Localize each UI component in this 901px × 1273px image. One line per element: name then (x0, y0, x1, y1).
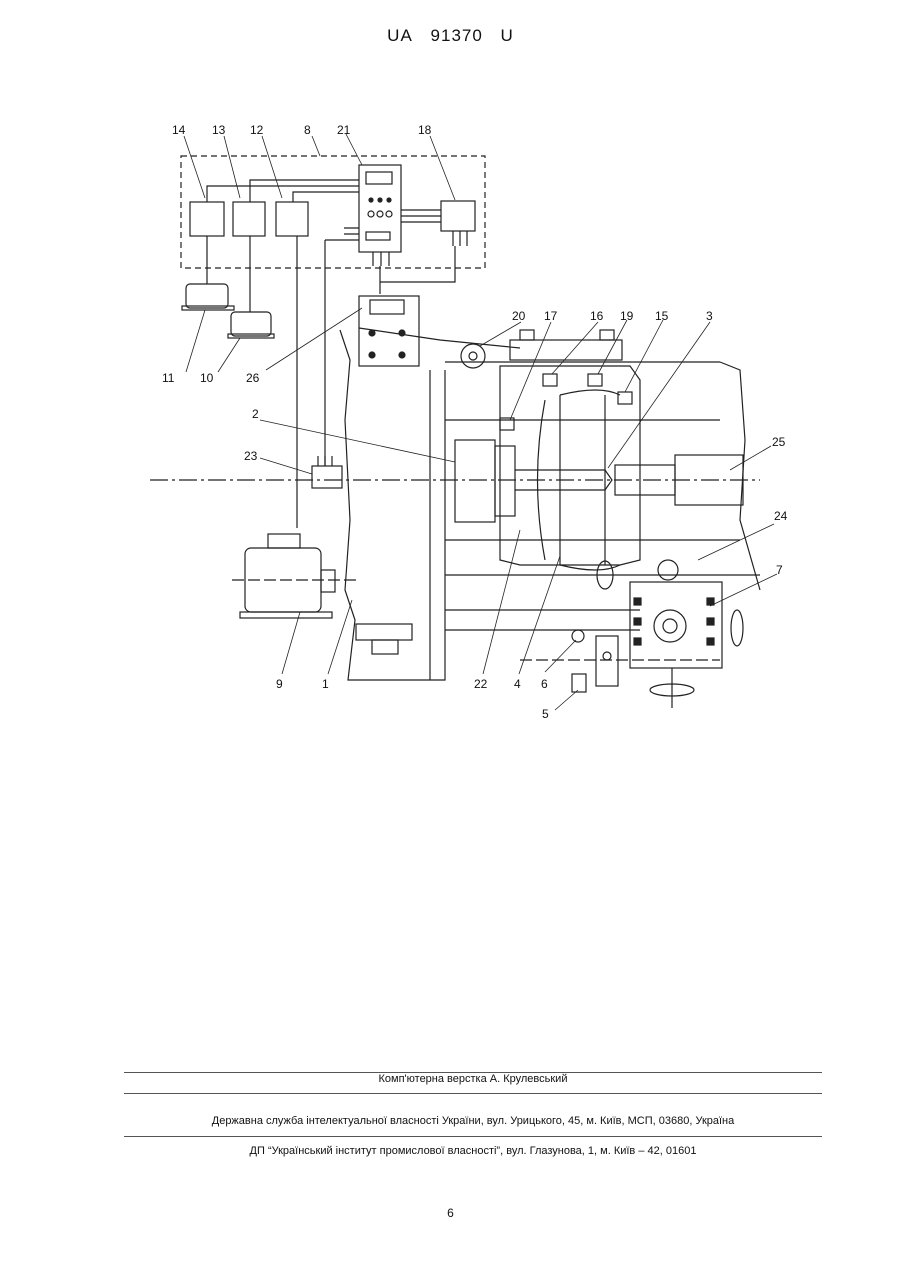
cutter-5 (572, 674, 586, 692)
gear-20 (461, 344, 485, 368)
footer-typesetting: Комп'ютерна верстка А. Крулевський (124, 1073, 822, 1085)
label-14: 14 (172, 123, 186, 137)
label-22: 22 (474, 677, 488, 691)
bed-base (356, 624, 412, 640)
label-2: 2 (252, 407, 259, 421)
label-25: 25 (772, 435, 786, 449)
label-11: 11 (162, 371, 175, 385)
machine-drawing: 14 13 12 8 21 18 20 17 16 19 15 3 11 10 … (0, 0, 901, 760)
label-9: 9 (276, 677, 283, 691)
label-17: 17 (544, 309, 558, 323)
block-13 (233, 202, 265, 236)
label-6: 6 (541, 677, 548, 691)
motor-11 (186, 284, 228, 308)
block-12 (276, 202, 308, 236)
label-19: 19 (620, 309, 634, 323)
label-20: 20 (512, 309, 526, 323)
label-13: 13 (212, 123, 226, 137)
page-number: 6 (0, 1206, 901, 1220)
sensor-15 (618, 392, 632, 404)
label-8: 8 (304, 123, 311, 137)
block-23 (312, 466, 342, 488)
tool-holder-6 (596, 636, 618, 686)
control-cabinet (181, 156, 485, 268)
sensor-19 (588, 374, 602, 386)
footer-rule-middle (124, 1093, 822, 1094)
label-23: 23 (244, 449, 258, 463)
footer-institute: ДП “Український інститут промислової вла… (124, 1145, 822, 1157)
panel-26 (359, 296, 419, 366)
label-15: 15 (655, 309, 669, 323)
footer-agency: Державна служба інтелектуальної власност… (124, 1115, 822, 1127)
label-12: 12 (250, 123, 264, 137)
label-16: 16 (590, 309, 604, 323)
controller-21 (359, 165, 401, 252)
sensor-16 (543, 374, 557, 386)
label-21: 21 (337, 123, 351, 137)
label-4: 4 (514, 677, 521, 691)
label-26: 26 (246, 371, 260, 385)
label-10: 10 (200, 371, 214, 385)
motor-10 (231, 312, 271, 336)
label-18: 18 (418, 123, 432, 137)
block-14 (190, 202, 224, 236)
label-7: 7 (776, 563, 783, 577)
block-18 (441, 201, 475, 231)
label-5: 5 (542, 707, 549, 721)
label-1: 1 (322, 677, 329, 691)
label-3: 3 (706, 309, 713, 323)
footer-rule-bottom (124, 1136, 822, 1137)
chuck-2 (455, 440, 495, 522)
label-24: 24 (774, 509, 788, 523)
